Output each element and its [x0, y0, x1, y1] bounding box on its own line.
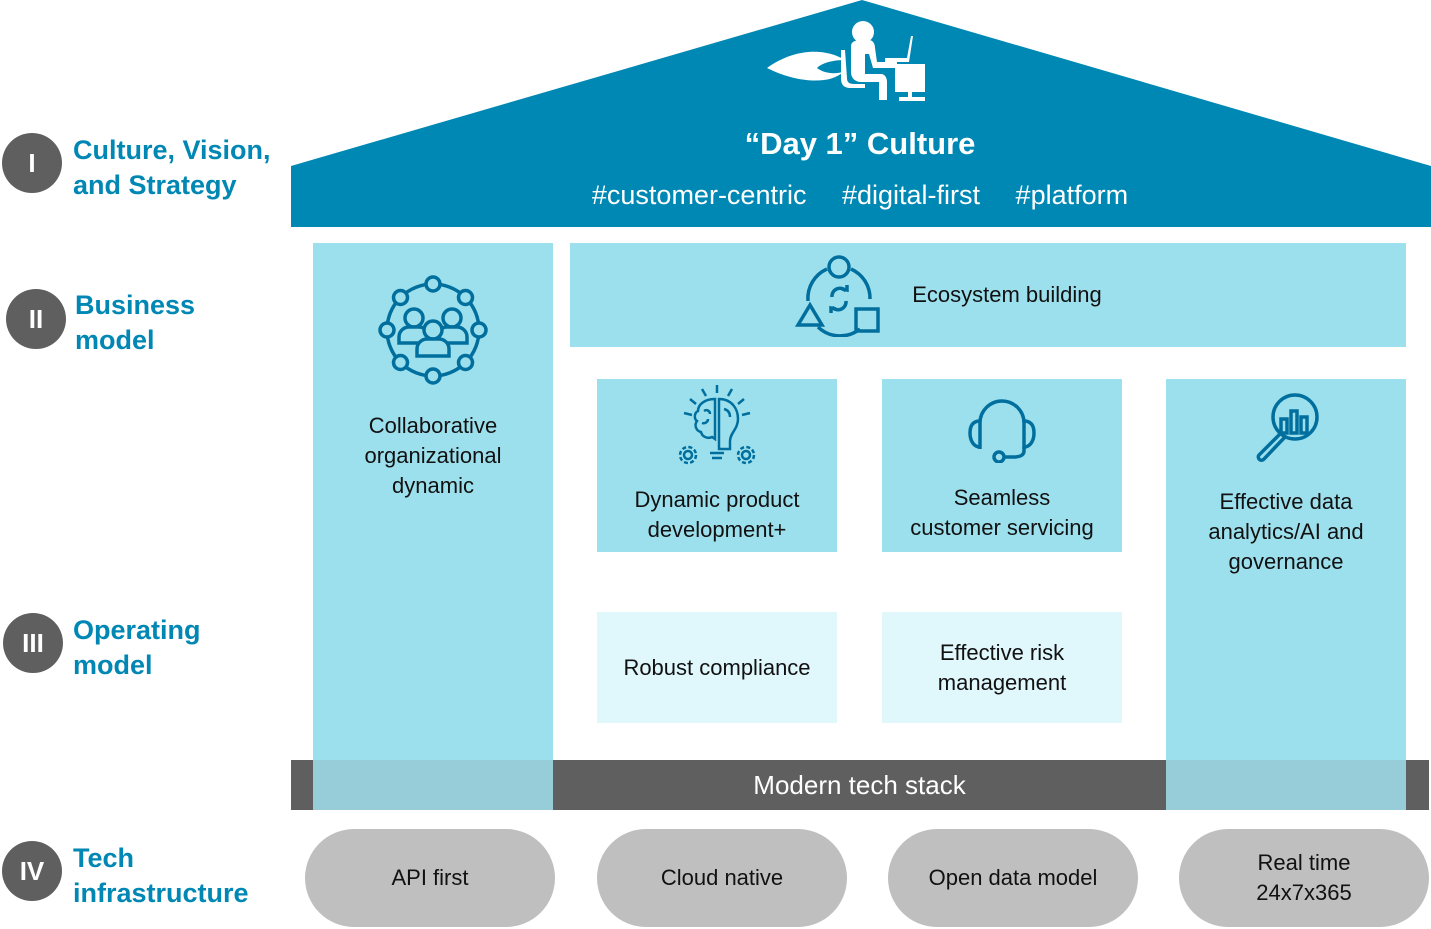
robust-compliance-label: Robust compliance [623, 654, 811, 680]
pillar-servicing-label: Seamless customer servicing [910, 485, 1094, 540]
pillar-product-label: Dynamic product development+ [634, 487, 800, 542]
robust-compliance-box: Robust compliance [597, 612, 837, 723]
numeral-circle-4: IV [2, 841, 62, 901]
pillar-ecosystem-label: Ecosystem building [912, 282, 1102, 307]
infra-api-first: API first [305, 829, 555, 927]
pillar-servicing: Seamless customer servicing [882, 379, 1122, 552]
tech-stack-overlay-left [313, 760, 553, 810]
pillar-analytics: Effective data analytics/AI and governan… [1166, 379, 1406, 810]
pillar-collaborative-label: Collaborative organizational dynamic [364, 413, 502, 498]
infra-real-time: Real time 24x7x365 [1179, 829, 1429, 927]
network-people-icon [378, 275, 488, 385]
pillar-analytics-label: Effective data analytics/AI and governan… [1208, 489, 1364, 574]
pillar-product: Dynamic product development+ [597, 379, 837, 552]
tag-customer-centric: #customer-centric [591, 180, 807, 210]
numeral-circle-1: I [2, 133, 62, 193]
tech-stack-label: Modern tech stack [753, 770, 966, 800]
headset-icon [968, 399, 1036, 463]
risk-management-label: Effective risk management [937, 639, 1067, 695]
culture-tags: #customer-centric #digital-first #platfo… [540, 180, 1180, 211]
layer-label-tech: Tech infrastructure [73, 843, 249, 908]
brain-lightbulb-icon [678, 385, 756, 465]
magnifier-chart-icon [1256, 393, 1319, 462]
ecosystem-cycle-icon [795, 255, 880, 337]
infra-open-data-model: Open data model [888, 829, 1138, 927]
roof-shape [291, 0, 1431, 227]
numeral-circle-3: III [3, 613, 63, 673]
infra-cloud-native: Cloud native [597, 829, 847, 927]
layer-label-business: Business model [75, 290, 196, 355]
risk-management-box: Effective risk management [882, 612, 1122, 723]
person-at-desk-icon [767, 21, 925, 101]
numeral-circle-2: II [6, 289, 66, 349]
layer-label-culture: Culture, Vision, and Strategy [73, 135, 271, 200]
pillar-collaborative: Collaborative organizational dynamic [313, 243, 553, 810]
tag-digital-first: #digital-first [841, 180, 981, 210]
pillar-ecosystem: Ecosystem building [570, 243, 1406, 347]
layer-label-operating: Operating model [73, 615, 201, 680]
tag-platform: #platform [1015, 180, 1129, 210]
roof-title: “Day 1” Culture [744, 126, 976, 161]
roof [291, 0, 1431, 227]
tech-stack-overlay-right [1166, 760, 1406, 810]
